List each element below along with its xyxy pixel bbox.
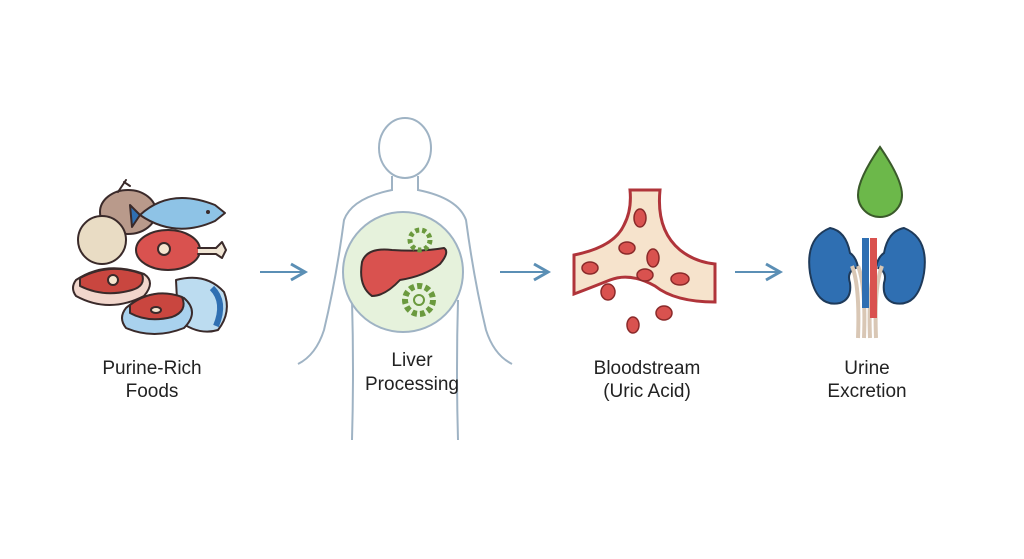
gear-icon <box>402 283 436 317</box>
urine-drop-icon <box>856 145 904 218</box>
body-outline-icon <box>297 117 513 441</box>
step-label-line2: Processing <box>365 374 459 395</box>
kidney-icon <box>808 145 926 339</box>
step-label-line1: Urine <box>844 358 889 379</box>
step-label-line2: Foods <box>126 381 179 402</box>
gear-icon <box>407 227 433 253</box>
step-label-line1: Liver <box>391 350 433 371</box>
step-label-line2: (Uric Acid) <box>603 381 691 402</box>
liver-icon <box>342 211 464 333</box>
step-label-line1: Purine-Rich <box>102 358 201 379</box>
purine-rich-foods-icon <box>72 179 228 335</box>
step-label-line2: Excretion <box>827 381 906 402</box>
step-label-line1: Bloodstream <box>594 358 701 379</box>
blood-vessel-icon <box>572 188 717 334</box>
